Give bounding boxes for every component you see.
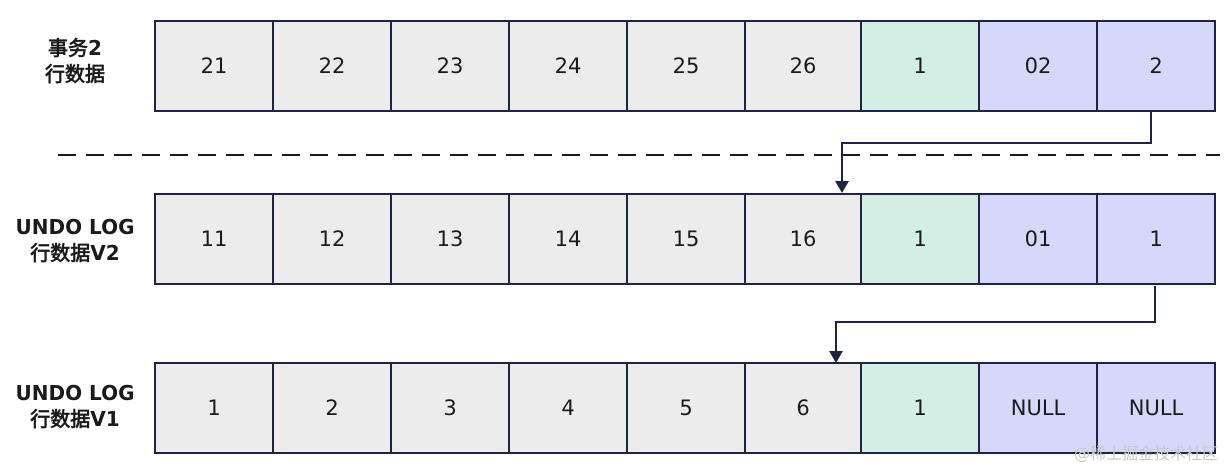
cell: 13 xyxy=(392,195,510,283)
row-label-line2: 行数据 xyxy=(45,62,105,86)
cell-green: 1 xyxy=(862,22,980,110)
cell: 1 xyxy=(156,364,274,452)
cell: 24 xyxy=(510,22,628,110)
cell: 15 xyxy=(628,195,746,283)
cell: 12 xyxy=(274,195,392,283)
row-label-transaction2: 事务2 行数据 xyxy=(0,35,150,87)
cell-blue: 1 xyxy=(1098,195,1216,283)
cell: 11 xyxy=(156,195,274,283)
row-label-undo-v2: UNDO LOG 行数据V2 xyxy=(0,214,150,266)
pointer-arrow-line-2 xyxy=(835,286,1156,354)
cell: 2 xyxy=(274,364,392,452)
undo-log-v1-row: 1 2 3 4 5 6 1 NULL NULL xyxy=(154,362,1216,454)
undo-log-v2-row: 11 12 13 14 15 16 1 01 1 xyxy=(154,193,1216,285)
cell-green: 1 xyxy=(862,195,980,283)
cell-blue: 2 xyxy=(1098,22,1216,110)
row-label-line1: UNDO LOG xyxy=(15,381,135,405)
arrow-head-2 xyxy=(829,351,843,363)
cell-blue: NULL xyxy=(980,364,1098,452)
row-label-line2: 行数据V2 xyxy=(30,241,120,265)
row-label-line1: 事务2 xyxy=(48,36,102,60)
pointer-arrow-line-1 xyxy=(841,112,1152,184)
cell: 5 xyxy=(628,364,746,452)
cell: 16 xyxy=(746,195,862,283)
cell: 6 xyxy=(746,364,862,452)
cell: 22 xyxy=(274,22,392,110)
cell: 21 xyxy=(156,22,274,110)
cell-blue: 02 xyxy=(980,22,1098,110)
row-label-line2: 行数据V1 xyxy=(30,407,120,431)
cell: 25 xyxy=(628,22,746,110)
row-label-undo-v1: UNDO LOG 行数据V1 xyxy=(0,380,150,432)
transaction2-row: 21 22 23 24 25 26 1 02 2 xyxy=(154,20,1216,112)
cell: 4 xyxy=(510,364,628,452)
arrow-head-1 xyxy=(835,181,849,193)
cell: 3 xyxy=(392,364,510,452)
cell-green: 1 xyxy=(862,364,980,452)
row-label-line1: UNDO LOG xyxy=(15,215,135,239)
cell: 14 xyxy=(510,195,628,283)
cell: 26 xyxy=(746,22,862,110)
cell-blue: 01 xyxy=(980,195,1098,283)
cell-blue: NULL xyxy=(1098,364,1216,452)
cell: 23 xyxy=(392,22,510,110)
watermark: @稀土掘金技术社区 xyxy=(1073,444,1218,463)
